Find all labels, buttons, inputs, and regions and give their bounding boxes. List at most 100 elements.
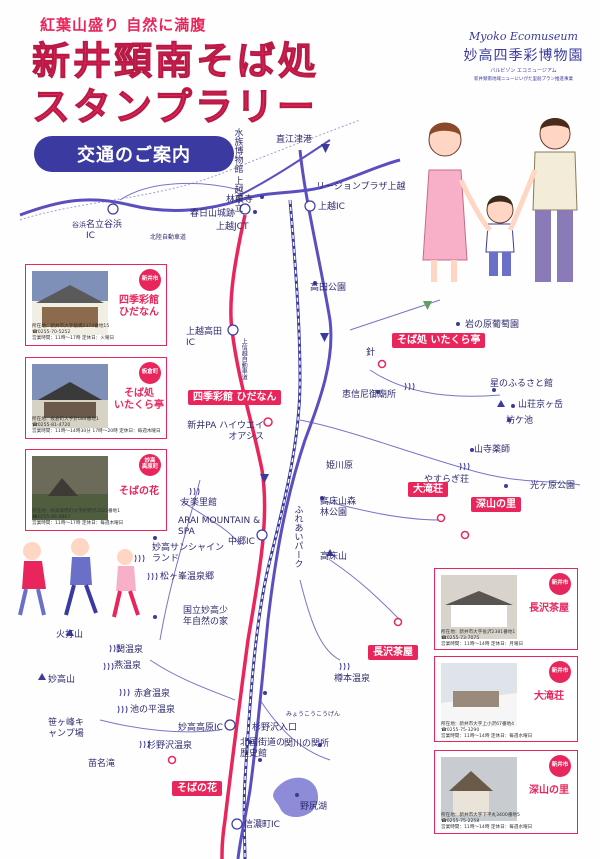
- label-joetsuic: 上越IC: [318, 202, 345, 212]
- access-banner: 交通のご案内: [34, 136, 234, 172]
- badge-hidanan: 新井市: [139, 269, 161, 291]
- badge-miyama: 新井市: [549, 755, 571, 777]
- tel-itakura: ☎0255-81-4720: [32, 423, 71, 429]
- hours-nagasawa: 営業時間：11時〜14時 定休日：月曜日: [441, 642, 524, 648]
- tel-otakiso: ☎0255-75-3290: [441, 728, 480, 734]
- title-line2: スタンプラリー: [32, 85, 318, 129]
- card-nagasawa: 新井市 長沢茶屋 所在地：新井市大字長沢2381番地1 ☎0255-73-707…: [434, 568, 578, 650]
- logo-en: Myoko Ecomuseum: [469, 30, 578, 43]
- info-otakiso: 所在地：新井市大字上小沢67番地4 ☎0255-75-3290 営業時間：11時…: [441, 722, 532, 741]
- label-hiuchiyama: 火打山: [56, 630, 84, 640]
- addr-itakura: 所在地：板倉町大字針684番地1: [32, 417, 99, 422]
- card-hidanan: 新井市 四季彩館 ひだなん 所在地：新井市大字猿橋2374番地15 ☎0255-…: [25, 264, 167, 346]
- poi-dots: [153, 195, 515, 797]
- logo-note: 新井頸南地域ニューにいがた里創プラン推進事業: [474, 77, 573, 82]
- logo-ja: 妙高四季彩博物園: [463, 48, 584, 64]
- name-sobanohana: そばの花: [119, 486, 159, 497]
- label-suibunka: 水族博物館 上越市立: [232, 128, 243, 212]
- label-sekikawa: 関温泉: [116, 645, 144, 655]
- tel-nagasawa: ☎0255-73-7075: [441, 636, 480, 642]
- stamp-points: [167, 359, 470, 765]
- logo-sub: バルビゾン エコミュージアム: [490, 68, 557, 74]
- label-shinano: 信濃町IC: [244, 820, 280, 830]
- railway: [242, 199, 302, 859]
- label-suginosawa: 杉野沢温泉: [147, 741, 193, 751]
- ic-markers: [107, 200, 316, 830]
- label-takadakoen: 高田公園: [310, 283, 347, 293]
- label-tanigahama: 谷浜: [72, 221, 86, 229]
- label-sansou: 山荘京ヶ岳: [518, 400, 564, 410]
- hours-hidanan: 営業時間：11時〜17時 定休日：火曜日: [32, 336, 115, 342]
- access-label: 交通のご案内: [77, 145, 191, 166]
- label-naoe: 直江津港: [276, 135, 313, 145]
- label-boga: 坊ケ池: [506, 416, 534, 426]
- label-sasagamine: 笹ヶ峰キャンプ場: [48, 718, 85, 740]
- photo-hidanan: [32, 271, 108, 335]
- hokuriku-expressway: [19, 158, 401, 217]
- info-miyama: 所在地：新井市大字下平丸3400番地5 ☎0255-75-2258 営業時間：1…: [441, 813, 532, 832]
- stamp-sobanohana: そばの花: [172, 781, 222, 796]
- photo-nagasawa: [441, 575, 517, 639]
- route-8: [239, 139, 331, 196]
- badge-nagasawa: 新井市: [549, 573, 571, 595]
- label-myoko-road: みょうこうこうげん: [286, 711, 341, 718]
- hours-itakura: 営業時間：11時〜14時30分 17時〜20時 定休日：毎週木曜日: [32, 429, 161, 435]
- stamp-nagasawa: 長沢茶屋: [368, 645, 418, 660]
- info-nagasawa: 所在地：新井市大字長沢2381番地1 ☎0255-73-7075 営業時間：11…: [441, 630, 523, 649]
- addr-nagasawa: 所在地：新井市大字長沢2381番地1: [441, 630, 516, 635]
- label-arai-mt: ARAI MOUNTAIN & SPA: [178, 516, 261, 538]
- hours-miyama: 営業時間：11時〜14時 定休日：毎週水曜日: [441, 825, 533, 831]
- label-eshinji: 恵信尼御廟所: [342, 390, 397, 400]
- label-myokokogen: 妙高高原IC: [178, 723, 223, 733]
- label-hokkokukaido: 北国街道の歴史館: [240, 738, 286, 760]
- card-miyama: 新井市 深山の里 所在地：新井市大字下平丸3400番地5 ☎0255-75-22…: [434, 750, 578, 834]
- stamp-hidanan: 四季彩館 ひだなん: [188, 390, 282, 405]
- photo-otakiso: [441, 663, 517, 727]
- photo-miyama: [441, 757, 517, 821]
- label-suginosawa-ent: 杉野沢入口: [252, 723, 298, 733]
- label-yujiri: 友楽里館: [181, 498, 218, 508]
- photo-sobanohana: [32, 456, 108, 520]
- tel-sobanohana: ☎0255-86-6867: [32, 515, 71, 521]
- name-itakura: そば処 いたくら亭: [114, 388, 164, 411]
- label-myokosan: 妙高山: [48, 675, 76, 685]
- label-matsugamine: 松ヶ峯温泉郷: [160, 572, 215, 582]
- label-shinjimachi: 上信越自動車道: [240, 338, 248, 380]
- badge-otakiso: 新井市: [549, 661, 571, 683]
- family-illustration: [422, 118, 578, 282]
- card-itakura: 板倉町 そば処 いたくら亭 所在地：板倉町大字針684番地1 ☎0255-81-…: [25, 357, 167, 439]
- label-hoshinofurusato: 星のふるさと館: [490, 379, 554, 389]
- name-miyama: 深山の里: [529, 785, 569, 796]
- tel-miyama: ☎0255-75-2258: [441, 819, 480, 825]
- label-tsubame: 燕温泉: [114, 661, 142, 671]
- hours-sobanohana: 営業時間：11時〜17時 定休日：毎週木曜日: [32, 521, 124, 527]
- label-yasuragi: やすらぎ荘: [424, 475, 470, 485]
- label-region: リージョンプラザ上越: [316, 182, 406, 192]
- label-takatokoyama: 高床山森林公園: [320, 497, 357, 518]
- nojiri-lake: [273, 777, 319, 818]
- addr-sobanohana: 所在地：妙高高原町大字杉野沢2022番地1: [32, 509, 121, 514]
- label-joetsujct: 上越JCT: [216, 222, 249, 232]
- name-nagasawa: 長沢茶屋: [529, 603, 569, 614]
- title-line1: 新井頸南そば処: [31, 39, 320, 83]
- label-sekikawa-seki: 関川の関所: [284, 739, 330, 749]
- label-arai-pa: 新井PA ハイウエイオアシス: [187, 421, 264, 443]
- card-otakiso: 新井市 大滝荘 所在地：新井市大字上小沢67番地4 ☎0255-75-3290 …: [434, 656, 578, 742]
- label-rinsenji: 林泉寺: [226, 195, 254, 205]
- running-kids-illustration: [18, 538, 140, 618]
- stamp-otakiso: 大滝荘: [408, 482, 448, 497]
- label-iwanohara: 岩の原葡萄園: [465, 320, 520, 330]
- tel-hidanan: ☎0255-70-5252: [32, 330, 71, 336]
- coastline: [19, 119, 361, 221]
- label-sanjii: 山寺薬師: [474, 445, 511, 455]
- label-joetsutakada: 上越高田IC: [186, 327, 223, 349]
- onsen-marks: [103, 382, 470, 749]
- label-kokuritsu: 国立妙高少年自然の家: [183, 606, 229, 628]
- info-hidanan: 所在地：新井市大字猿橋2374番地15 ☎0255-70-5252 営業時間：1…: [32, 324, 114, 343]
- badge-itakura: 板倉町: [139, 362, 161, 384]
- label-naeba: 苗名滝: [88, 759, 116, 769]
- addr-hidanan: 所在地：新井市大字猿橋2374番地15: [32, 324, 110, 329]
- label-kashiwa: 樽本温泉: [334, 674, 371, 684]
- label-hari: 針: [366, 348, 376, 358]
